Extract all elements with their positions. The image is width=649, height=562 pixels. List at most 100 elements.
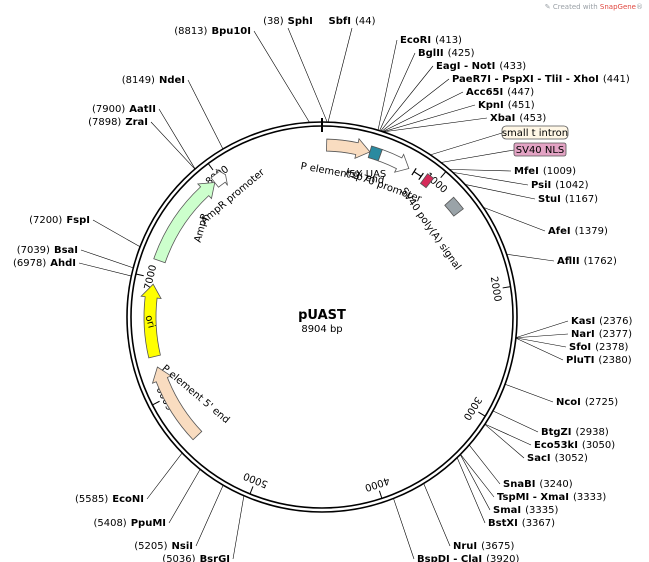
- site-leader: [456, 457, 486, 524]
- site-position: (441): [603, 74, 630, 85]
- site-leader: [515, 320, 569, 338]
- site-name: EcoRI: [400, 35, 431, 46]
- site-name: MfeI: [514, 166, 539, 177]
- site-psii: PsiI(1042): [531, 180, 589, 191]
- callout-small-t-intron-label: small t intron: [502, 128, 568, 139]
- site-leader: [158, 108, 196, 170]
- site-leader: [504, 383, 554, 403]
- site-position: (413): [435, 35, 462, 46]
- site-position: (447): [507, 87, 534, 98]
- plasmid-name: pUAST: [298, 308, 346, 323]
- feature-sv40-nls: [419, 173, 435, 189]
- site-smai: SmaI(3335): [493, 505, 558, 516]
- site-leader: [460, 454, 495, 498]
- site-name: Bpu10I: [211, 26, 251, 37]
- site-mfei: MfeI (1009): [514, 166, 576, 177]
- feature-ampr-promoter: [210, 168, 228, 188]
- site-leader: [232, 495, 245, 560]
- site-position: (3367): [522, 518, 555, 529]
- site-position: (3240): [539, 479, 572, 490]
- site-pluti: PluTI (2380): [566, 355, 632, 366]
- feature-p-element-3-end: [326, 137, 371, 160]
- site-leader: [492, 410, 539, 433]
- site-stui: StuI(1167): [538, 194, 598, 205]
- site-ncoi: NcoI(2725): [556, 397, 618, 408]
- site-name: TspMI - XmaI: [497, 492, 569, 503]
- credit-suffix: ®: [636, 3, 643, 11]
- site-tspmi-xmai: TspMI - XmaI (3333): [497, 492, 606, 503]
- site-leader: [383, 117, 488, 133]
- site-name: BtgZI: [541, 427, 572, 438]
- site-sfoi: SfoI(2378): [569, 342, 629, 353]
- site-leader: [515, 337, 567, 348]
- site-name: PaeR7I - PspXI - TliI - XhoI: [452, 74, 599, 85]
- site-name: KpnI: [478, 100, 504, 111]
- site-position: (5205): [134, 541, 167, 552]
- site-bstxi: BstXI(3367): [488, 518, 555, 529]
- site-zrai: (7898)ZraI: [88, 117, 148, 128]
- site-position: (3675): [481, 541, 514, 552]
- site-position: (433): [499, 61, 526, 72]
- site-acc65i: Acc65I(447): [466, 87, 534, 98]
- site-leader: [377, 39, 398, 131]
- site-econi: (5585)EcoNI: [75, 494, 144, 505]
- tick-mark: [440, 171, 447, 179]
- site-name: BsrGI: [200, 554, 230, 562]
- tick-mark: [502, 286, 511, 289]
- site-name: AfeI: [548, 226, 571, 237]
- site-position: (2377): [599, 329, 632, 340]
- site-position: (3333): [573, 492, 606, 503]
- site-leader: [506, 253, 555, 262]
- site-name: SnaBI: [503, 479, 535, 490]
- tick-mark: [152, 400, 160, 406]
- site-position: (451): [508, 100, 535, 111]
- tick-label: 3000: [461, 394, 484, 421]
- site-position: (1009): [543, 166, 576, 177]
- tick-mark: [478, 411, 486, 417]
- site-ppumi: (5408) PpuMI: [93, 518, 166, 529]
- site-saci: SacI(3052): [527, 453, 588, 464]
- site-bspdi-clai: BspDI - ClaI(3920): [417, 554, 519, 562]
- site-position: (5408): [93, 518, 126, 529]
- tick-mark: [135, 273, 144, 277]
- callout-leader: [440, 149, 515, 163]
- site-position: (3335): [525, 505, 558, 516]
- callout-sv40-nls-label: SV40 NLS: [516, 145, 565, 156]
- feature-sv40-poly-a-signal: [444, 196, 464, 217]
- site-leader: [382, 91, 464, 132]
- site-name: PsiI: [531, 180, 551, 191]
- site-position: (1379): [575, 226, 608, 237]
- site-name: PluTI: [566, 355, 594, 366]
- site-position: (3050): [582, 440, 615, 451]
- plasmid-size: 8904 bp: [301, 324, 342, 335]
- site-leader: [452, 172, 529, 186]
- site-fspi: (7200)FspI: [29, 215, 90, 226]
- tick-mark: [207, 163, 214, 171]
- site-nari: NarI(2377): [571, 329, 632, 340]
- credit-brand: SnapGene: [599, 3, 636, 11]
- site-ecori: EcoRI (413): [400, 35, 462, 46]
- site-position: (2725): [585, 397, 618, 408]
- site-position: (2376): [599, 316, 632, 327]
- site-position: (3920): [486, 554, 519, 562]
- site-name: NruI: [453, 541, 477, 552]
- feature-small-t-intron: [411, 167, 424, 181]
- site-leader: [393, 498, 415, 560]
- site-leader: [253, 30, 310, 123]
- site-leader: [382, 104, 476, 133]
- site-position: (5585): [75, 494, 108, 505]
- feature-hsp70-promoter: [377, 149, 410, 173]
- site-leader: [80, 249, 134, 269]
- site-name: PpuMI: [131, 518, 166, 529]
- feature-ampr: [153, 182, 216, 264]
- site-position: (8813): [174, 26, 207, 37]
- site-position: (2380): [598, 355, 631, 366]
- site-eco53ki: Eco53kI(3050): [534, 440, 615, 451]
- site-nrui: NruI (3675): [453, 541, 514, 552]
- site-bsai: (7039)BsaI: [17, 245, 78, 256]
- tick-mark: [378, 490, 383, 499]
- site-leader: [187, 79, 224, 150]
